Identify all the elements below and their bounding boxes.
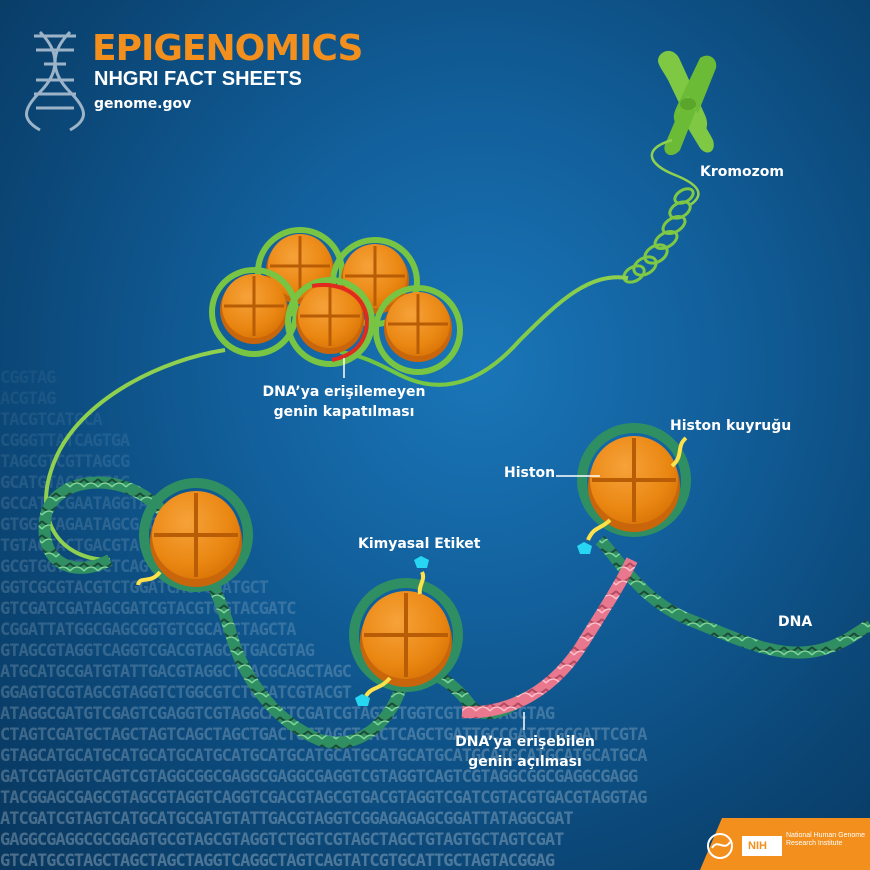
nucleosome-closed-3 [209,267,299,357]
nucleosome-open-2 [349,556,463,706]
label-histone: Histon [504,465,556,481]
chemical-tag-marker-3 [577,542,592,554]
sequence-line: TACGGAGCGAGCGTAGCGTAGGTCAGGTCGACGTAGCGTG… [0,788,647,808]
institute-name: National Human Genome Research Institute [786,832,868,848]
histone-tail-5 [586,518,612,541]
nih-badge-icon [742,836,782,856]
institute-line1: National Human Genome [786,832,865,839]
label-chemical-tag: Kimyasal Etiket [358,536,481,552]
sequence-line: GAGGCGAGGCGCGGAGTGCGTAGCGTAGGTCTGGTCGTAG… [0,830,564,850]
nucleosome-closed-4 [373,285,463,375]
label-chromosome: Kromozom [700,164,784,180]
label-closed-gene: DNA’ya erişilemeyen genin kapatılması [244,382,444,422]
chromatin-thread [650,138,700,207]
dna-helix-right [595,535,870,659]
footer-logo-block [700,818,870,870]
dna-logo-icon [25,30,85,132]
dna-helix-strand [38,476,524,749]
label-open-line1: DNA’ya erişebilen [455,734,595,750]
chromatin-fiber-left [44,348,226,562]
sequence-line: GCCATTCGAATAGGTAG [0,494,158,514]
label-closed-line2: genin kapatılması [273,404,415,420]
closed-chromatin-cluster [209,227,463,378]
nucleosome-open-3 [556,423,691,554]
institute-line2: Research Institute [786,840,843,847]
histone-tail-4 [670,436,688,468]
sequence-line: TAGCGTCGTTAGCG [0,452,130,472]
histone-tail-1 [136,570,162,586]
nih-badge-text: NIH [748,840,767,852]
label-dna: DNA [778,614,813,630]
label-closed-line1: DNA’ya erişilemeyen [262,384,426,400]
closed-gene-highlight [311,282,369,362]
sequence-line: GTCATGCGTAGCTAGCTAGCTAGGTCAGGCTAGTCAGTAT… [0,851,555,870]
page-title: EPIGENOMICS [92,28,363,69]
sequence-line: GTAGCATGCATGCATGCATGCATGCATGCATGCATGCATG… [0,746,647,766]
sequence-line: ATGCATGCGATGTATTGACGTAGGCTGACGCAGCTAGC [0,662,352,682]
hhs-seal-icon [707,833,733,859]
sequence-line: ACGTAG [0,389,56,409]
sequence-line: CGGTAG [0,368,56,388]
chromatin-coil [622,187,695,284]
nucleosome-open-1 [136,478,253,592]
page-subtitle: NHGRI FACT SHEETS [94,68,302,90]
chemical-tag-marker-2 [355,694,370,706]
sequence-line: ATCGATCGTAGTCATGCATGCGATGTATTGACGTAGGTCG… [0,809,574,829]
histone-tail-2 [364,676,392,698]
label-open-gene: DNA’ya erişebilen genin açılması [440,732,610,772]
label-histone-tail: Histon kuyruğu [670,418,792,434]
label-open-line2: genin açılması [468,754,582,770]
chromosome-icon [657,50,717,156]
nucleosome-closed-5 [285,277,375,367]
sequence-line: GATCGTAGGTCAGTCGTAGGCGGCGAGGCGAGGCGAGGTC… [0,767,638,787]
chromatin-fiber [339,275,629,387]
chemical-tag-marker-1 [414,556,429,568]
histone-tail-3 [417,571,426,595]
open-gene-segment [461,557,638,719]
site-url: genome.gov [94,96,192,112]
